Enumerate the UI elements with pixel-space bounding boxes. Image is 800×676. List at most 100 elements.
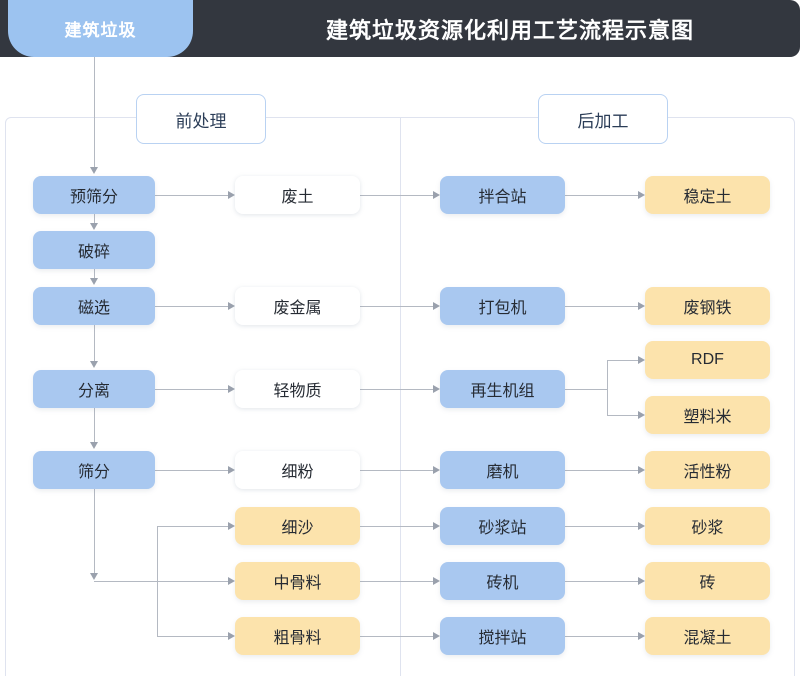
node-plastic-pellets[interactable]: 塑料米: [645, 396, 770, 434]
node-grinder[interactable]: 磨机: [440, 451, 565, 489]
arrowhead-into-mortar: [638, 522, 645, 530]
arrowhead-into-mixingstation: [433, 191, 440, 199]
node-label: 砖: [699, 575, 716, 592]
arrowhead-crush-to-magnetic: [90, 278, 98, 285]
node-concrete-station[interactable]: 搅拌站: [440, 617, 565, 655]
connector-screening-bus-right: [94, 581, 228, 582]
node-label: 再生机组: [470, 383, 535, 400]
node-label: 磁选: [77, 300, 110, 317]
header-tab-construction-waste[interactable]: 建筑垃圾: [8, 0, 193, 57]
section-label-postprocess: 后加工: [538, 94, 668, 144]
connector-lightmatter-to-regenunit: [360, 389, 433, 390]
node-light-matter[interactable]: 轻物质: [235, 370, 360, 408]
arrowhead-into-plasticpellets: [638, 411, 645, 419]
node-label: 混凝土: [683, 630, 732, 647]
arrowhead-source-to-prescreen: [90, 167, 98, 174]
node-label: 搅拌站: [478, 630, 527, 647]
node-label: 废土: [281, 189, 314, 206]
node-label: 打包机: [478, 300, 527, 317]
node-screening[interactable]: 筛分: [33, 451, 155, 489]
arrowhead-into-brickmachine: [433, 577, 440, 585]
node-label: 筛分: [77, 464, 110, 481]
connector-regenunit-stem: [565, 389, 608, 390]
node-mid-aggregate[interactable]: 中骨料: [235, 562, 360, 600]
connector-magnetic-to-separate: [94, 325, 95, 361]
arrowhead-into-wastemetal: [228, 302, 235, 310]
node-mixing-station[interactable]: 拌合站: [440, 176, 565, 214]
connector-finesand-to-mortarstation: [360, 526, 433, 527]
node-label: 磨机: [486, 464, 519, 481]
connector-wastesoil-to-mixingstation: [360, 195, 433, 196]
node-label: 中骨料: [273, 575, 322, 592]
arrowhead-into-regenunit: [433, 385, 440, 393]
connector-magnetic-to-wastemetal: [155, 306, 228, 307]
connector-prescreen-to-wastesoil: [155, 195, 228, 196]
connector-wastemetal-to-baler: [360, 306, 433, 307]
arrowhead-into-concrete: [638, 632, 645, 640]
node-label: 细沙: [281, 520, 314, 537]
connector-brickmachine-to-brick: [565, 581, 638, 582]
arrowhead-magnetic-to-separate: [90, 361, 98, 368]
connector-midaggregate-to-brickmachine: [360, 581, 433, 582]
connector-mortarstation-to-mortar: [565, 526, 638, 527]
arrowhead-prescreen-to-crush: [90, 223, 98, 230]
connector-bus-to-coarse-aggregate: [157, 636, 228, 637]
node-label: RDF: [691, 351, 724, 368]
node-waste-soil[interactable]: 废土: [235, 176, 360, 214]
node-label: 轻物质: [273, 383, 322, 400]
node-brick[interactable]: 砖: [645, 562, 770, 600]
node-brick-machine[interactable]: 砖机: [440, 562, 565, 600]
node-stabilized-soil[interactable]: 稳定土: [645, 176, 770, 214]
node-label: 预筛分: [69, 189, 118, 206]
node-label: 破碎: [77, 244, 110, 261]
stage-divider: [400, 117, 401, 676]
node-coarse-aggregate[interactable]: 粗骨料: [235, 617, 360, 655]
node-pre-screen[interactable]: 预筛分: [33, 176, 155, 214]
node-fine-sand[interactable]: 细沙: [235, 507, 360, 545]
node-regen-unit[interactable]: 再生机组: [440, 370, 565, 408]
node-crush[interactable]: 破碎: [33, 231, 155, 269]
connector-source-to-prescreen: [94, 57, 95, 167]
arrowhead-screening-bus-down: [90, 573, 98, 580]
node-baler[interactable]: 打包机: [440, 287, 565, 325]
connector-regen-to-rdf: [607, 360, 638, 361]
node-waste-metal[interactable]: 废金属: [235, 287, 360, 325]
node-separate[interactable]: 分离: [33, 370, 155, 408]
node-mortar-station[interactable]: 砂浆站: [440, 507, 565, 545]
node-mortar[interactable]: 砂浆: [645, 507, 770, 545]
page-title: 建筑垃圾资源化利用工艺流程示意图: [325, 17, 694, 43]
node-label: 稳定土: [683, 189, 732, 206]
arrowhead-into-lightmatter: [228, 385, 235, 393]
connector-aggregate-bus-vertical: [157, 526, 158, 637]
node-label: 砖机: [486, 575, 519, 592]
connector-regen-to-plasticpellets: [607, 415, 638, 416]
arrowhead-into-finepowder: [228, 466, 235, 474]
connector-separate-to-lightmatter: [155, 389, 228, 390]
connector-finepowder-to-grinder: [360, 470, 433, 471]
arrowhead-into-midaggregate: [228, 577, 235, 585]
connector-screening-to-finepowder: [155, 470, 228, 471]
node-rdf[interactable]: RDF: [645, 341, 770, 379]
node-concrete[interactable]: 混凝土: [645, 617, 770, 655]
arrowhead-into-stabilizedsoil: [638, 191, 645, 199]
connector-coarseaggregate-to-concretestation: [360, 636, 433, 637]
arrowhead-into-finesand: [228, 522, 235, 530]
connector-crush-to-magnetic: [94, 269, 95, 278]
node-label: 废金属: [273, 300, 322, 317]
connector-grinder-to-activepowder: [565, 470, 638, 471]
connector-regen-branch-vertical: [607, 360, 608, 415]
node-label: 细粉: [281, 464, 314, 481]
arrowhead-into-concretestation: [433, 632, 440, 640]
connector-baler-to-scrapsteel: [565, 306, 638, 307]
arrowhead-into-scrapsteel: [638, 302, 645, 310]
section-label-pretreatment: 前处理: [136, 94, 266, 144]
node-scrap-steel[interactable]: 废钢铁: [645, 287, 770, 325]
node-fine-powder[interactable]: 细粉: [235, 451, 360, 489]
node-active-powder[interactable]: 活性粉: [645, 451, 770, 489]
connector-separate-to-screening: [94, 408, 95, 442]
node-label: 砂浆站: [478, 520, 527, 537]
arrowhead-into-wastesoil: [228, 191, 235, 199]
node-magnetic[interactable]: 磁选: [33, 287, 155, 325]
connector-mixingstation-to-stabilizedsoil: [565, 195, 638, 196]
